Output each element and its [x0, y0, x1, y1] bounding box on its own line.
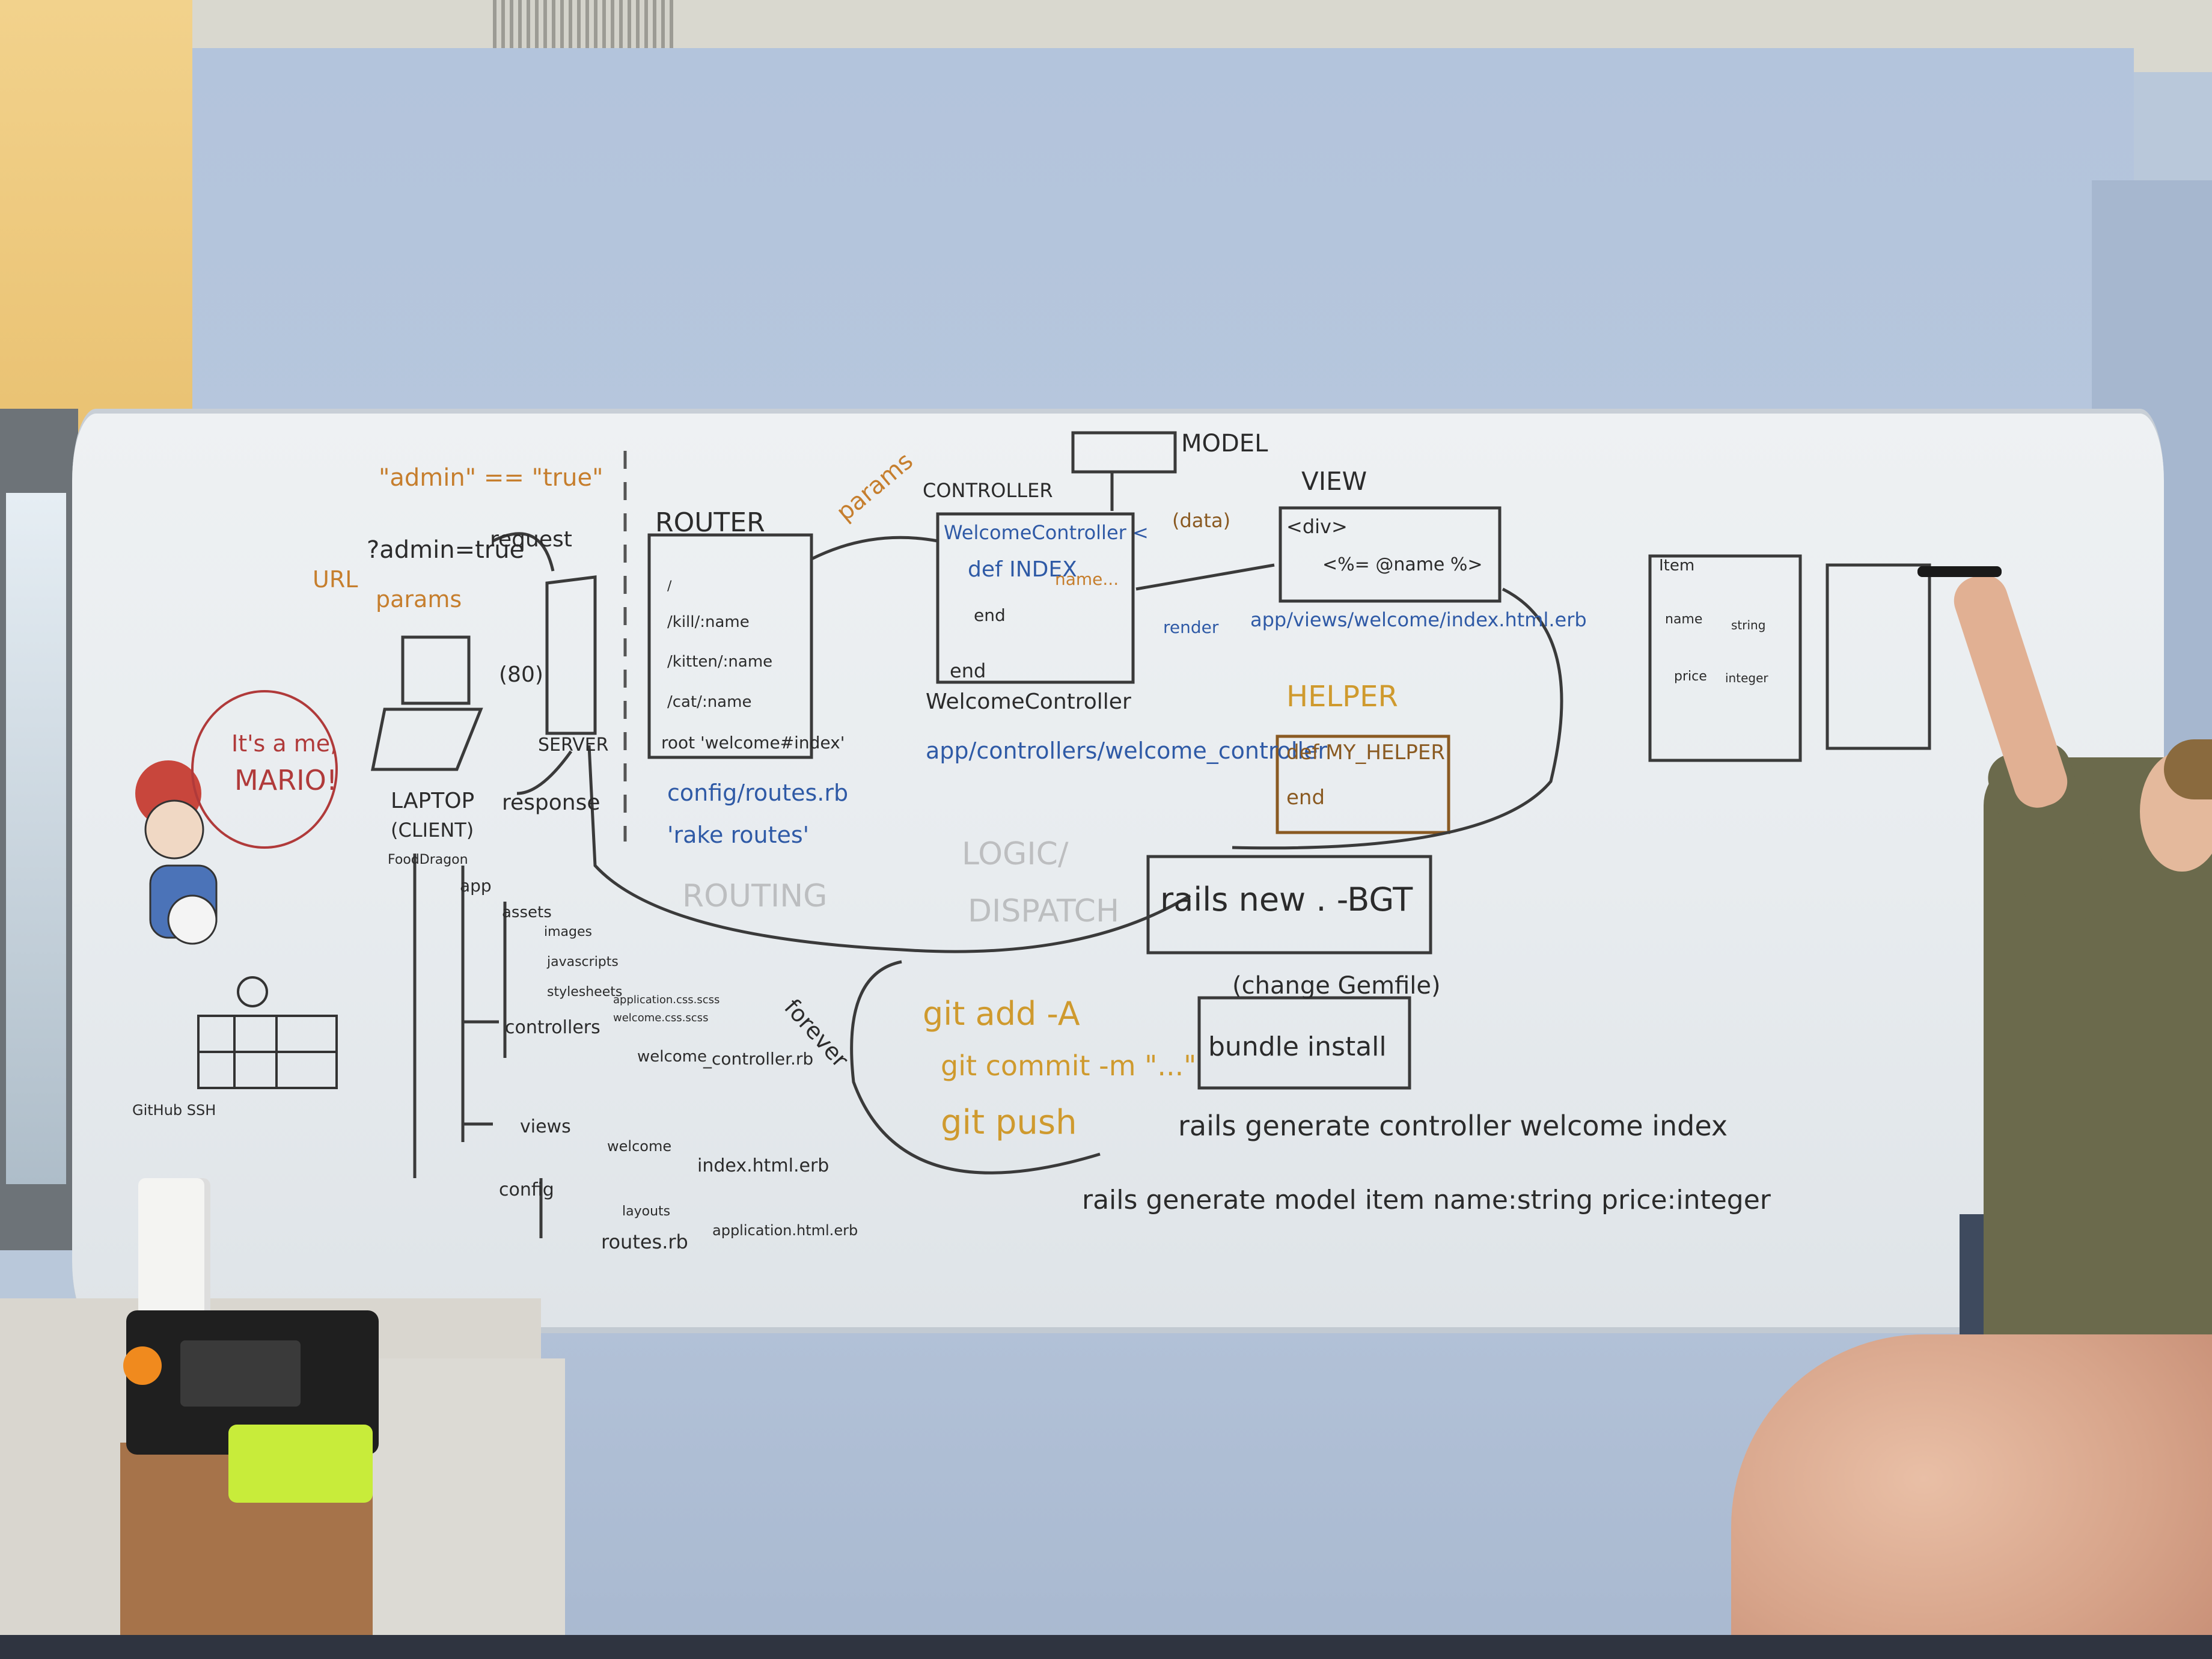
- request-label: request: [490, 527, 572, 552]
- photographer-thumb: [1731, 1334, 2212, 1659]
- server-label: SERVER: [538, 735, 609, 756]
- view-erb: <%= @name %>: [1322, 554, 1483, 575]
- controller-name-line: name...: [1055, 569, 1119, 589]
- tree-index-file: index.html.erb: [697, 1155, 830, 1176]
- controller-title: CONTROLLER: [923, 479, 1053, 502]
- whiteboard: [72, 409, 2164, 1333]
- helper-def: def MY_HELPER: [1286, 741, 1445, 765]
- git-push-command: git push: [941, 1103, 1077, 1142]
- tree-javascripts: javascripts: [547, 955, 619, 970]
- controller-path: app/controllers/welcome_controller: [926, 738, 1328, 764]
- logic-label: LOGIC/: [962, 836, 1069, 872]
- person-hair: [2164, 739, 2212, 799]
- controller-caption: WelcomeController: [926, 689, 1131, 714]
- response-label: response: [502, 790, 600, 815]
- git-commit-command: git commit -m "...": [941, 1049, 1197, 1082]
- tree-root: FoodDragon: [388, 852, 468, 867]
- tree-welcome-ctrl-file: _controller.rb: [703, 1049, 814, 1069]
- foam-case-cutout: [180, 1340, 301, 1407]
- model-title: MODEL: [1181, 430, 1268, 457]
- tree-views: views: [520, 1116, 571, 1137]
- tree-images: images: [544, 924, 592, 939]
- mario-speech: It's a me,: [231, 730, 338, 757]
- tree-config: config: [499, 1179, 554, 1200]
- generate-controller-command: rails generate controller welcome index: [1178, 1110, 1728, 1142]
- dispatch-label: DISPATCH: [968, 893, 1120, 929]
- tree-controllers: controllers: [505, 1017, 600, 1038]
- routes-file: config/routes.rb: [667, 780, 849, 806]
- helper-end: end: [1286, 786, 1325, 810]
- laptop-label: LAPTOP: [391, 789, 475, 813]
- github-ssh-note: GitHub SSH: [132, 1102, 216, 1119]
- data-label: (data): [1172, 509, 1231, 532]
- green-container: [228, 1425, 373, 1503]
- view-path: app/views/welcome/index.html.erb: [1250, 608, 1587, 631]
- route-arrow: /: [667, 579, 672, 594]
- change-gemfile-note: (change Gemfile): [1232, 972, 1441, 1000]
- view-div: <div>: [1286, 515, 1348, 538]
- bundle-install-command: bundle install: [1208, 1031, 1387, 1062]
- floor-edge: [0, 1635, 2212, 1659]
- render-label: render: [1163, 617, 1219, 637]
- generate-model-command: rails generate model item name:string pr…: [1082, 1185, 1771, 1215]
- controller-end-outer: end: [950, 659, 986, 682]
- air-vent: [493, 0, 673, 57]
- admin-check: "admin" == "true": [379, 464, 603, 492]
- tree-welcome-ctrl: welcome: [637, 1048, 707, 1066]
- item-table-title: Item: [1659, 557, 1695, 575]
- item-price-column: price: [1674, 669, 1707, 684]
- params-label-left: params: [376, 586, 462, 613]
- tree-app: app: [460, 876, 492, 896]
- port-label: (80): [499, 662, 543, 687]
- controller-def-line: def INDEX: [968, 557, 1077, 582]
- item-integer-type: integer: [1725, 671, 1768, 685]
- orange: [123, 1346, 162, 1385]
- controller-end-inner: end: [974, 605, 1006, 625]
- tree-welcome-css: welcome.css.scss: [613, 1012, 709, 1024]
- route-kitten: /kitten/:name: [667, 653, 773, 671]
- tree-app-css: application.css.scss: [613, 994, 720, 1006]
- window-glass: [6, 493, 66, 1184]
- tree-stylesheets: stylesheets: [547, 985, 623, 1000]
- route-root: root 'welcome#index': [661, 733, 845, 753]
- item-name-column: name: [1665, 612, 1703, 627]
- tree-layouts: layouts: [622, 1204, 671, 1219]
- rails-new-command: rails new . -BGT: [1160, 881, 1413, 918]
- tree-routes: routes.rb: [601, 1230, 688, 1253]
- url-label: URL: [313, 566, 358, 593]
- router-title: ROUTER: [655, 507, 765, 538]
- route-cat: /cat/:name: [667, 693, 752, 711]
- item-string-type: string: [1731, 618, 1766, 632]
- tree-app-layout: application.html.erb: [712, 1222, 858, 1239]
- paper-towel-roll: [138, 1178, 210, 1316]
- client-label: (CLIENT): [391, 819, 474, 842]
- window-light: [0, 0, 192, 457]
- view-title: VIEW: [1301, 466, 1367, 496]
- tree-welcome-view: welcome: [607, 1138, 672, 1155]
- git-add-command: git add -A: [923, 995, 1080, 1033]
- rake-routes: 'rake routes': [667, 822, 810, 848]
- url-query: ?admin=true: [367, 536, 525, 564]
- route-kill: /kill/:name: [667, 613, 750, 631]
- controller-class-line: WelcomeController <: [944, 521, 1149, 544]
- mario-name: MARIO!: [234, 764, 338, 796]
- marker-pen: [1917, 566, 2002, 577]
- tree-assets: assets: [502, 903, 552, 921]
- helper-title: HELPER: [1286, 680, 1398, 713]
- routing-label: ROUTING: [682, 878, 828, 914]
